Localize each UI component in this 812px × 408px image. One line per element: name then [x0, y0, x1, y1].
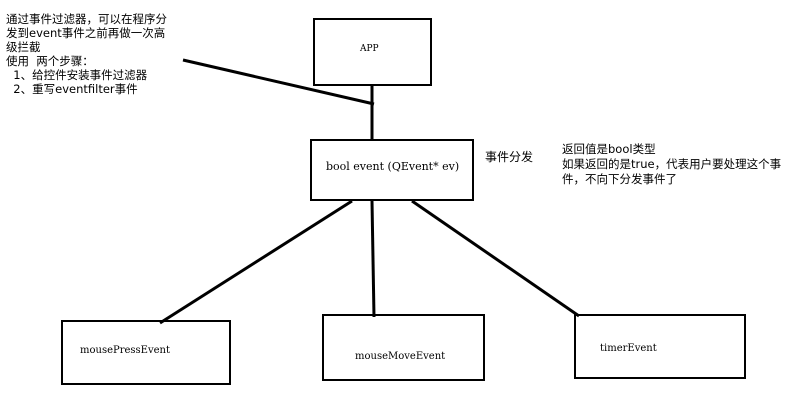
filter-note-line: 2、重写eventfilter事件 [6, 82, 138, 96]
return-note-line: 如果返回的是true，代表用户要处理这个事 [562, 157, 782, 171]
filter-note-line: 级拦截 [6, 40, 41, 54]
mouse-press-box [61, 320, 231, 385]
filter-note-line: 使用 两个步骤： [6, 54, 94, 68]
event-box [310, 139, 474, 201]
return-note-line: 件，不向下分发事件了 [562, 172, 677, 186]
event-to-timer-line [411, 199, 580, 318]
app-label: APP [360, 44, 379, 54]
timer-label: timerEvent [600, 343, 657, 354]
event-to-mouse-press-line [159, 199, 353, 325]
event-to-mouse-move-line [370, 200, 376, 318]
event-label: bool event (QEvent* ev) [326, 160, 460, 173]
filter-pointer-line [182, 58, 375, 106]
filter-note: 通过事件过滤器，可以在程序分 发到event事件之前再做一次高 级拦截 使用 两… [6, 12, 167, 96]
timer-box [574, 314, 746, 379]
return-note: 返回值是bool类型 如果返回的是true，代表用户要处理这个事 件，不向下分发… [562, 142, 781, 187]
filter-note-line: 1、给控件安装事件过滤器 [6, 68, 148, 82]
app-box [313, 18, 432, 86]
filter-note-line: 通过事件过滤器，可以在程序分 [6, 12, 167, 26]
mouse-press-label: mousePressEvent [80, 345, 171, 356]
mouse-move-box [322, 314, 485, 381]
return-note-line: 返回值是bool类型 [562, 142, 656, 156]
mouse-move-label: mouseMoveEvent [355, 351, 446, 362]
dispatch-label: 事件分发 [485, 150, 534, 164]
filter-note-line: 发到event事件之前再做一次高 [6, 26, 166, 40]
